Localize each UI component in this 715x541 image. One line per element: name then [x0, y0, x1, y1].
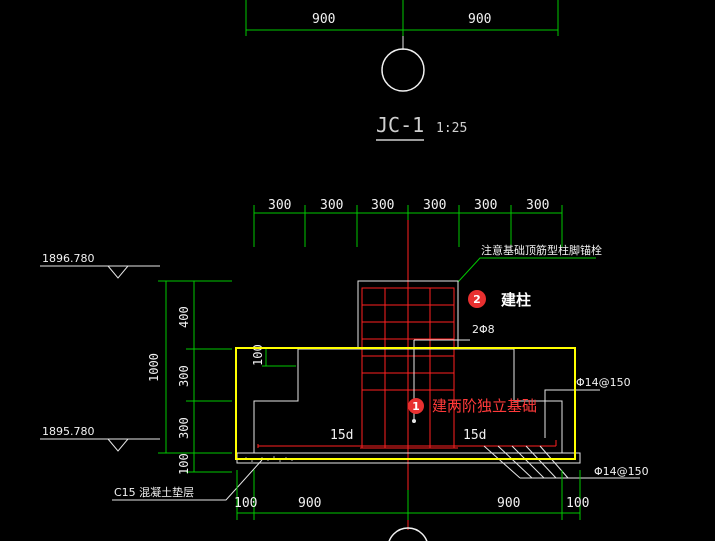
- bottom-dimension-line: [236, 470, 581, 520]
- left-dim-total: 1000: [147, 353, 161, 382]
- left-dimension-lines: [158, 280, 232, 473]
- upper-dim-6: 300: [526, 198, 549, 213]
- left-dim-400: 400: [177, 306, 191, 328]
- bottom-dim-3: 900: [497, 496, 520, 511]
- top-dimension-line: [245, 0, 559, 36]
- step2-number: 2: [473, 293, 481, 306]
- axis-circle-bottom: [388, 527, 428, 541]
- bottom-dim-1: 100: [234, 496, 257, 511]
- lap-right: 15d: [463, 428, 486, 443]
- concrete-label: C15 混凝土垫层: [114, 485, 194, 499]
- step1-badge: [408, 398, 424, 414]
- rebar-phi14-side: Φ14@150: [576, 376, 631, 389]
- rebar-phi14-bottom: Φ14@150: [594, 465, 649, 478]
- dowel-end: [412, 419, 416, 423]
- step2-badge: [468, 290, 486, 308]
- left-dim-300b: 300: [177, 417, 191, 439]
- note-leader: [457, 257, 596, 283]
- step-dim: [262, 349, 296, 367]
- rebar-side-leader: [544, 389, 600, 438]
- top-dim-right: 900: [468, 12, 491, 27]
- upper-dimension-line: [253, 205, 563, 247]
- bottom-rebar: [257, 440, 557, 448]
- concrete-label-leader: [112, 459, 263, 501]
- highlight-foundation-box[interactable]: [235, 347, 576, 460]
- step2-annotation[interactable]: 2 建柱: [468, 290, 531, 309]
- upper-dim-4: 300: [423, 198, 446, 213]
- step1-number: 1: [412, 400, 420, 413]
- note-top: 注意基础顶筋型柱脚锚栓: [481, 243, 602, 257]
- axis-circle-top: [381, 48, 425, 92]
- lap-left: 15d: [330, 428, 353, 443]
- drawing-scale: 1:25: [436, 121, 467, 136]
- elevation-bottom: 1895.780: [42, 425, 95, 438]
- drawing-title: JC-1: [376, 113, 424, 137]
- upper-dim-1: 300: [268, 198, 291, 213]
- step2-label: 建柱: [501, 291, 531, 309]
- step1-annotation[interactable]: 1 建两阶独立基础: [408, 397, 537, 415]
- left-dim-300a: 300: [177, 365, 191, 387]
- bottom-dim-4: 100: [566, 496, 589, 511]
- step-dim-label: 100: [251, 344, 265, 366]
- elevation-top-mark: [40, 265, 160, 279]
- elevation-top: 1896.780: [42, 252, 95, 265]
- left-dim-100: 100: [177, 453, 191, 475]
- upper-dim-5: 300: [474, 198, 497, 213]
- rebar-2phi8: 2Φ8: [472, 323, 495, 336]
- upper-dim-2: 300: [320, 198, 343, 213]
- top-dim-left: 900: [312, 12, 335, 27]
- step1-label: 建两阶独立基础: [432, 397, 537, 415]
- upper-dim-3: 300: [371, 198, 394, 213]
- elevation-bottom-mark: [40, 438, 160, 452]
- bottom-dim-2: 900: [298, 496, 321, 511]
